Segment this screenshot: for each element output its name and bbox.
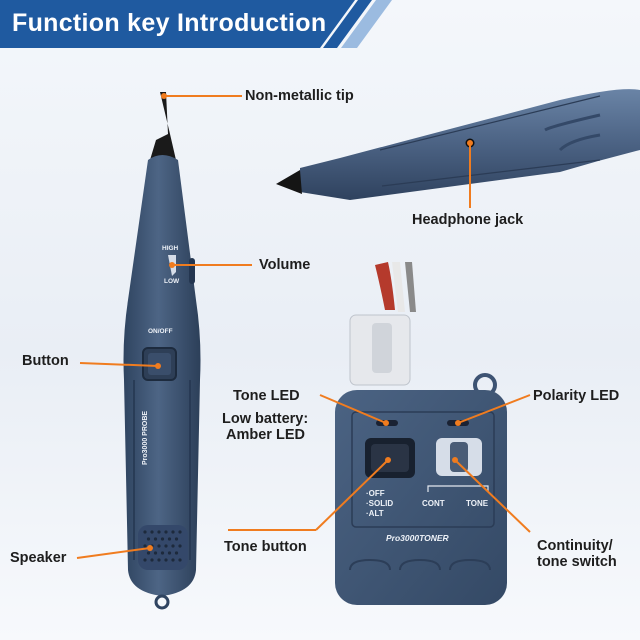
speaker-hole: [171, 530, 175, 534]
probe-brand-label: Pro3000 PROBE: [142, 410, 149, 465]
callout-low-battery-line1: Low battery:: [222, 411, 309, 427]
callout-tone-led: Tone LED: [233, 388, 300, 404]
speaker-hole: [157, 558, 161, 562]
speaker-hole: [153, 537, 158, 541]
speaker-hole: [143, 558, 147, 562]
speaker-hole: [150, 558, 154, 562]
speaker-hole: [143, 544, 147, 548]
callout-volume: Volume: [259, 257, 311, 273]
speaker-hole: [157, 544, 161, 548]
speaker-grille: [138, 525, 188, 570]
callout-non-metallic-tip: Non-metallic tip: [245, 88, 354, 104]
speaker-hole: [146, 551, 151, 555]
on-off-label: ON/OFF: [148, 328, 173, 335]
speaker-hole: [150, 530, 154, 534]
probe-side-device: [276, 89, 640, 200]
callout-continuity-line1: Continuity/: [537, 538, 613, 554]
speaker-hole: [143, 530, 147, 534]
speaker-hole: [164, 530, 168, 534]
switch-cont-label: CONT: [422, 499, 445, 508]
switch-tone-label: TONE: [466, 499, 489, 508]
callout-button: Button: [22, 353, 69, 369]
callout-speaker: Speaker: [10, 550, 67, 566]
speaker-hole: [160, 551, 165, 555]
speaker-hole: [178, 530, 182, 534]
speaker-hole: [164, 544, 168, 548]
speaker-hole: [171, 558, 175, 562]
callout-headphone-jack: Headphone jack: [412, 212, 524, 228]
speaker-hole: [160, 537, 165, 541]
title-banner: Function key Introduction: [0, 0, 640, 48]
probe-device: [123, 92, 201, 610]
probe-tip-icon: [150, 92, 176, 160]
speaker-hole: [171, 544, 175, 548]
toner-brand-label: Pro3000TONER: [386, 533, 449, 543]
speaker-hole: [157, 530, 161, 534]
toner-device: [335, 262, 507, 605]
mode-off-label: ·OFF: [366, 489, 385, 498]
mode-alt-label: ·ALT: [366, 509, 384, 518]
speaker-hole: [167, 551, 172, 555]
mode-solid-label: ·SOLID: [366, 499, 394, 508]
leader-dots: [147, 93, 473, 551]
speaker-hole: [153, 551, 158, 555]
leader-lines: [76, 95, 531, 559]
speaker-hole: [146, 537, 151, 541]
callout-polarity-led: Polarity LED: [533, 388, 620, 404]
volume-high-label: HIGH: [162, 245, 179, 252]
speaker-hole: [164, 558, 168, 562]
speaker-hole: [167, 537, 172, 541]
speaker-hole: [174, 537, 179, 541]
speaker-hole: [178, 544, 182, 548]
callout-low-battery-line2: Amber LED: [226, 427, 305, 443]
volume-low-label: LOW: [164, 278, 180, 285]
callout-continuity-line2: tone switch: [537, 554, 617, 570]
speaker-hole: [178, 558, 182, 562]
banner-shape: [0, 0, 392, 48]
speaker-hole: [174, 551, 179, 555]
callout-tone-button: Tone button: [224, 539, 307, 555]
speaker-holes: [143, 530, 182, 562]
page-title: Function key Introduction: [12, 9, 327, 37]
